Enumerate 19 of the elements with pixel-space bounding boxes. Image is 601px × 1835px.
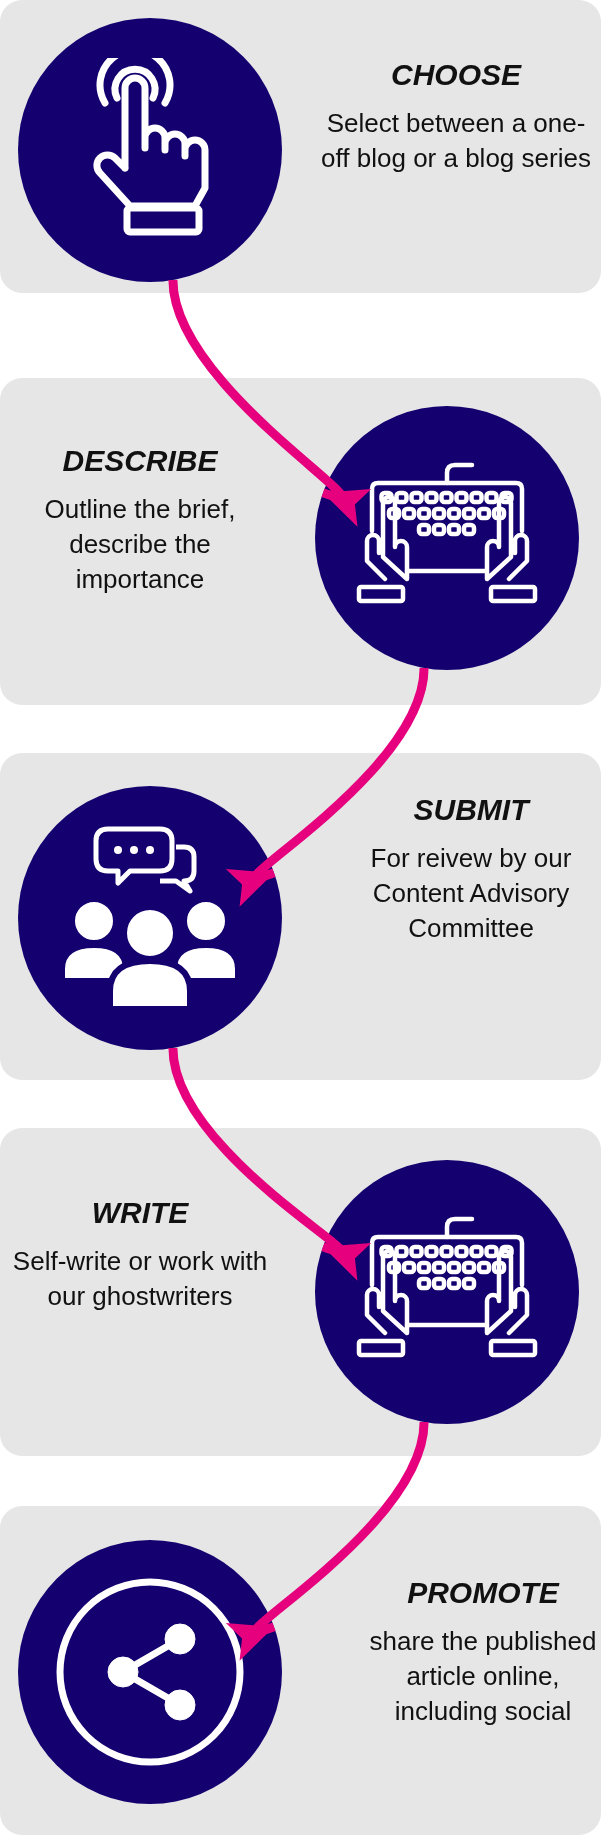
step-heading: WRITE [91, 1196, 189, 1230]
step-card [0, 378, 601, 705]
step-card [0, 1128, 601, 1456]
step-description: Self-write or work with our ghostwriters [11, 1245, 269, 1314]
step-card [0, 753, 601, 1080]
curved-arrow [168, 1047, 371, 1280]
step-card [0, 1506, 601, 1835]
step-heading: SUBMIT [413, 793, 529, 827]
step-heading: CHOOSE [391, 58, 521, 92]
step-description: Outline the brief, describe the importance [43, 493, 237, 597]
step-description: share the published article online, including social [368, 1625, 598, 1729]
step-heading: DESCRIBE [62, 444, 218, 478]
step-description: Select between a one-off blog or a blog series [320, 107, 592, 176]
curved-arrow [168, 279, 371, 525]
curved-arrow [226, 667, 429, 905]
step-heading: PROMOTE [407, 1576, 559, 1610]
curved-arrow [226, 1421, 429, 1659]
step-description: For reivew by our Content Advisory Committee [369, 842, 573, 946]
step-card [0, 0, 601, 293]
